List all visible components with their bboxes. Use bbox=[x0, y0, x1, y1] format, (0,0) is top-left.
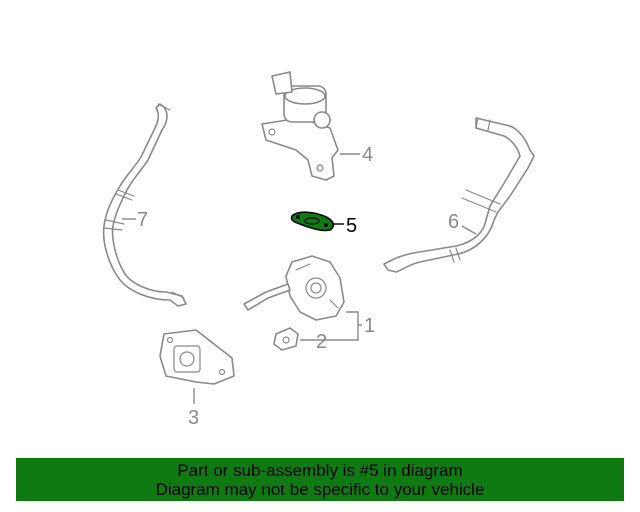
part-6-tube bbox=[383, 117, 535, 273]
part-7-tube bbox=[102, 103, 187, 307]
part-4-valve bbox=[261, 71, 339, 181]
part-5-gasket bbox=[290, 211, 335, 232]
callout-3: 3 bbox=[188, 407, 199, 429]
info-banner: Part or sub-assembly is #5 in diagram Di… bbox=[16, 458, 624, 501]
callout-7: 7 bbox=[137, 209, 148, 231]
leader-1-2-bracket bbox=[300, 311, 362, 341]
callout-2: 2 bbox=[316, 331, 327, 353]
part-1-valve-body bbox=[243, 255, 345, 321]
leader-6 bbox=[461, 225, 477, 235]
callout-4: 4 bbox=[362, 144, 373, 166]
part-3-cooler bbox=[159, 329, 235, 385]
banner-line-1: Part or sub-assembly is #5 in diagram bbox=[177, 461, 463, 480]
callout-5: 5 bbox=[346, 215, 357, 237]
part-2-fitting bbox=[273, 327, 299, 351]
banner-line-2: Diagram may not be specific to your vehi… bbox=[155, 480, 485, 499]
parts-diagram: 7 4 5 6 1 2 bbox=[102, 71, 535, 429]
callout-1: 1 bbox=[364, 315, 375, 337]
callout-6: 6 bbox=[448, 211, 459, 233]
